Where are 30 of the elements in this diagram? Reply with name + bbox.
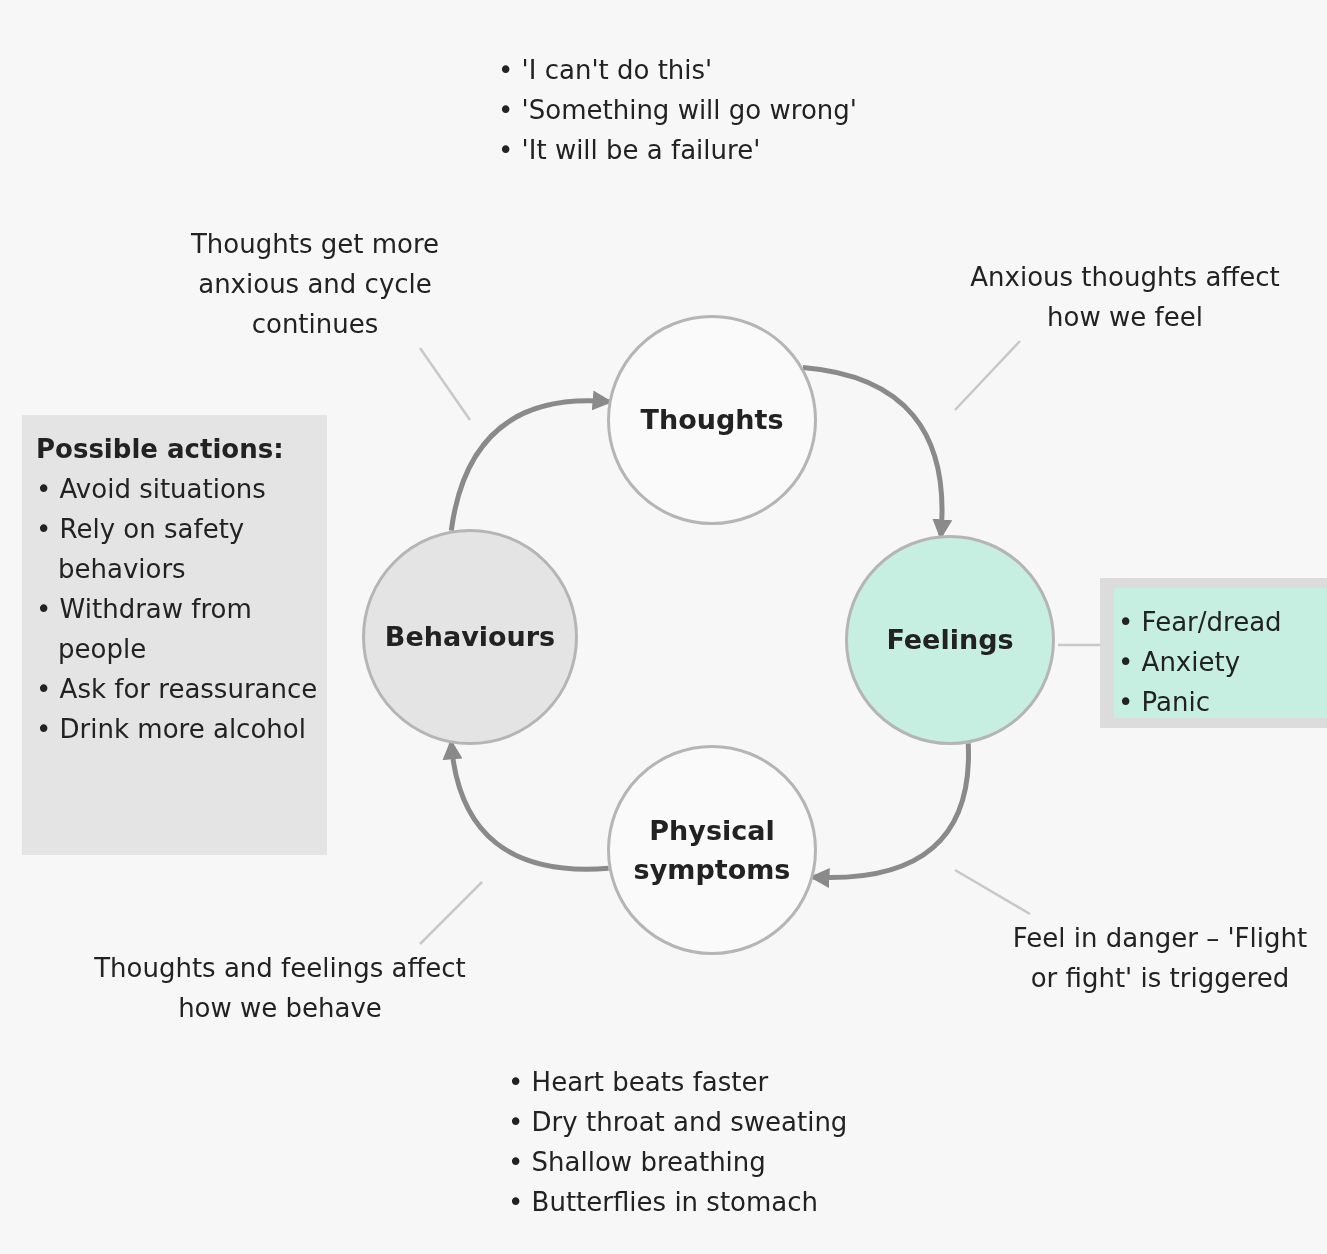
list-item: • 'Something will go wrong' [498,94,857,127]
list-item: • Rely on safety behaviors [36,513,246,586]
circle-label: Feelings [886,623,1014,658]
panel-heading: Possible actions: [36,433,285,466]
list-item: • Ask for reassurance [36,673,319,706]
list-item: • Panic [1118,686,1212,719]
list-item: • 'It will be a failure' [498,134,762,167]
list-item: • Butterflies in stomach [508,1186,820,1219]
annotation-text: Thoughts and feelings affect how we behave [70,948,490,1028]
feelings-list-panel [1100,578,1327,728]
list-item: • 'I can't do this' [498,54,714,87]
list-item: • Fear/dread [1118,606,1283,639]
connector-line [1058,643,1100,647]
annotation-text: Anxious thoughts affect how we feel [960,257,1290,337]
leader-line [954,868,1031,916]
list-item: • Anxiety [1118,646,1242,679]
annotation-text: Feel in danger – 'Flight or fight' is triggered [1010,918,1310,998]
circle-label: Behaviours [384,620,556,655]
circle-label: Thoughts [640,403,784,438]
leader-line [419,881,483,945]
list-item: • Heart beats faster [508,1066,770,1099]
list-item: • Avoid situations [36,473,267,506]
circle-label: Physical symptoms [632,813,792,887]
list-item: • Dry throat and sweating [508,1106,848,1139]
list-item: • Shallow breathing [508,1146,767,1179]
annotation-text: Thoughts get more anxious and cycle continues [150,224,480,344]
leader-line [954,340,1021,411]
list-item: • Withdraw from people [36,593,253,666]
list-item: • Drink more alcohol [36,713,307,746]
leader-line [418,347,472,421]
